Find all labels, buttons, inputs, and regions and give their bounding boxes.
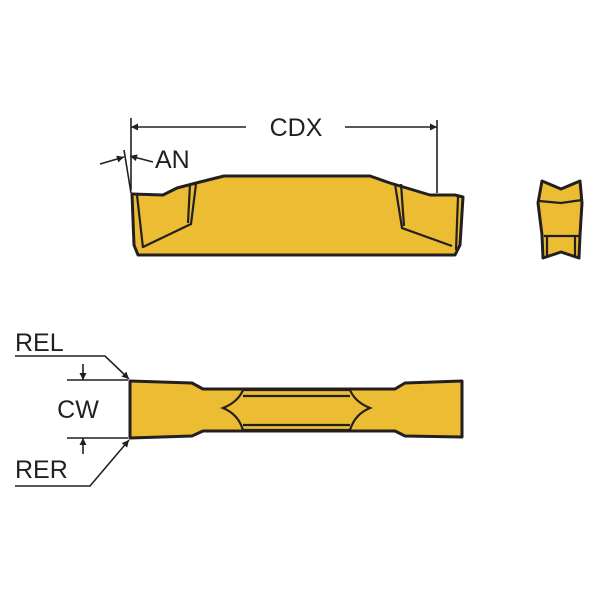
cw-label: CW	[57, 396, 99, 424]
insert-front-view	[130, 174, 465, 257]
insert-top-view	[128, 379, 464, 440]
rer-label: RER	[15, 456, 68, 484]
rel-label: REL	[15, 329, 64, 357]
rel-dimension: REL	[15, 329, 130, 380]
insert-side-view	[536, 179, 584, 260]
an-label: AN	[155, 146, 190, 174]
cw-dimension: CW	[57, 364, 128, 454]
rer-dimension: RER	[15, 439, 130, 487]
cdx-label: CDX	[270, 114, 323, 142]
cdx-dimension: CDX	[130, 114, 438, 193]
an-dimension: AN	[99, 146, 190, 194]
